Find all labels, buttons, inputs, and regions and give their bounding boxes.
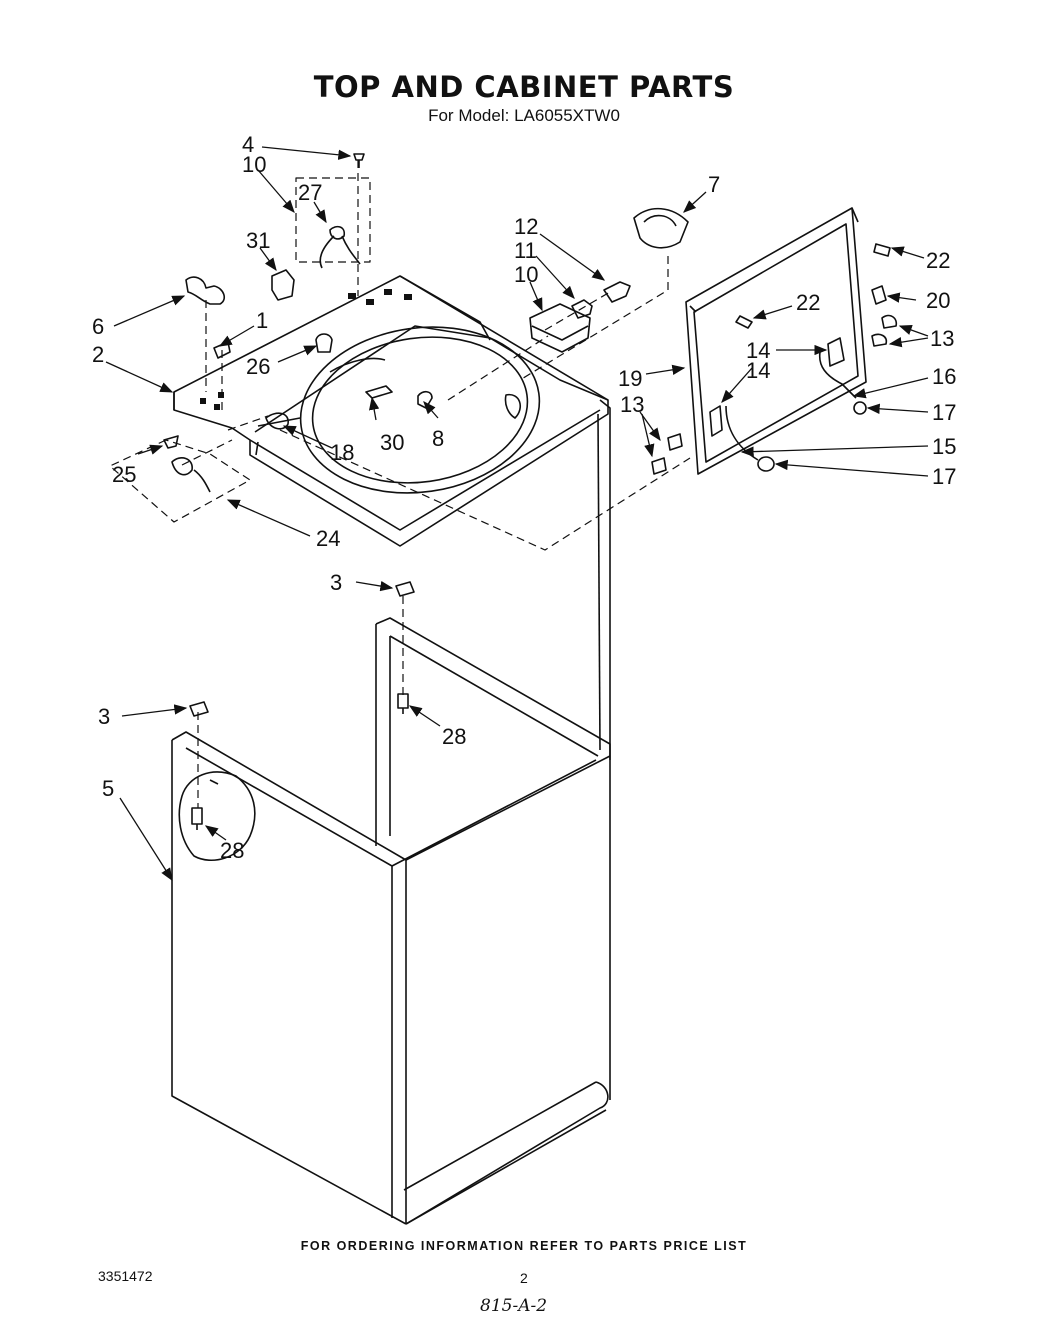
- callout-22-right: 22: [926, 248, 950, 273]
- cabinet: [171, 399, 611, 1225]
- part-8: [417, 390, 433, 409]
- bracket-part-6: [185, 276, 226, 305]
- top-panel: [173, 275, 609, 547]
- callout-19: 19: [618, 366, 642, 391]
- callout-3-left: 3: [98, 704, 110, 729]
- callout-31: 31: [246, 228, 270, 253]
- callout-28-front: 28: [220, 838, 244, 863]
- callout-25: 25: [112, 462, 136, 487]
- assembly-lines: [109, 160, 691, 808]
- callout-12: 12: [514, 214, 538, 239]
- callout-26: 26: [246, 354, 270, 379]
- callout-20: 20: [926, 288, 950, 313]
- hinge-assembly: [257, 412, 301, 430]
- callout-6: 6: [92, 314, 104, 339]
- grommet-part-26: [315, 333, 333, 353]
- callout-18: 18: [330, 440, 354, 465]
- page-title: TOP AND CABINET PARTS: [313, 70, 735, 104]
- callout-7: 7: [708, 172, 720, 197]
- callout-27: 27: [298, 180, 322, 205]
- page-number: 2: [520, 1270, 528, 1286]
- part-10: [529, 303, 591, 353]
- harness-part-27: [319, 225, 361, 269]
- leader-lines: [105, 146, 929, 882]
- lid-assembly: [651, 207, 898, 475]
- switch-assembly-25: [163, 435, 211, 493]
- screw-part-28-front: [191, 807, 203, 830]
- callout-5: 5: [102, 776, 114, 801]
- callout-11: 11: [514, 238, 537, 263]
- callout-15: 15: [932, 434, 956, 459]
- callout-30: 30: [380, 430, 404, 455]
- screw-part-4: [353, 153, 365, 168]
- model-subtitle: For Model: LA6055XTW0: [428, 106, 620, 125]
- ordering-note: FOR ORDERING INFORMATION REFER TO PARTS …: [300, 1239, 748, 1253]
- callout-14-upper: 14: [746, 338, 770, 363]
- callout-22-left: 22: [796, 290, 820, 315]
- callout-28-back: 28: [442, 724, 466, 749]
- callout-2: 2: [92, 342, 104, 367]
- handle-part-7: [633, 207, 689, 249]
- callout-10: 10: [514, 262, 538, 287]
- callout-13-right: 13: [930, 326, 954, 351]
- part-12: [603, 281, 631, 303]
- document-number: 3351472: [98, 1268, 153, 1284]
- screw-part-28-back: [397, 693, 409, 714]
- callout-14-lower: 14: [746, 358, 770, 383]
- callout-16: 16: [932, 364, 956, 389]
- callout-labels: 4 10 27 31 6 1 2 26 30 8 18 12 11 10 7 2…: [92, 132, 956, 863]
- handwritten-note: 815-A-2: [480, 1296, 548, 1316]
- bracket-part-31: [271, 269, 295, 301]
- callout-24: 24: [316, 526, 340, 551]
- callout-1: 1: [256, 308, 268, 333]
- callout-9: 10: [242, 152, 266, 177]
- part-11: [571, 299, 593, 319]
- callout-3-top: 3: [330, 570, 342, 595]
- callout-8: 8: [432, 426, 444, 451]
- callout-17-lower: 17: [932, 464, 956, 489]
- callout-4: 4: [242, 132, 254, 157]
- clip-part-3-top: [395, 581, 415, 597]
- callout-13-left: 13: [620, 392, 644, 417]
- callout-17-upper: 17: [932, 400, 956, 425]
- part-30: [365, 385, 393, 399]
- clip-part-3-left: [189, 701, 209, 717]
